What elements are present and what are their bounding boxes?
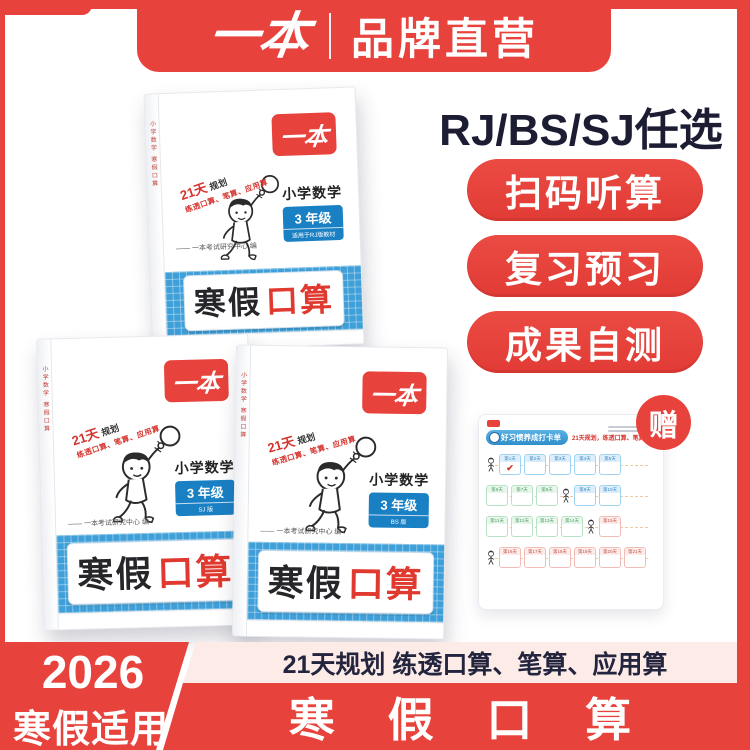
cover-logo-badge: 一本 (163, 358, 229, 403)
edition-headline: RJ/BS/SJ任选 (439, 106, 723, 155)
day-box: 第2天 (524, 454, 546, 475)
boy-illustration (112, 425, 181, 524)
gift-card-row: 第11天第12天第13天第14天第15天 (486, 516, 656, 537)
cover-byline: —— 一本考试研究中心 编 (260, 527, 342, 537)
bottom-banner-title-strip: 寒 假 口 算 (163, 683, 750, 750)
bottom-banner-title: 寒 假 口 算 (288, 693, 652, 746)
grade-badge: 3 年级 BS 版 (368, 492, 429, 529)
grade-badge: 3 年级 适用于RJ版教材 (282, 204, 344, 242)
day-box: 第5天 (599, 454, 621, 475)
gift-card-header: 好习惯养成打卡单 21天规划，练透口算、笔算、应用算 (486, 430, 669, 445)
boy-illustration (305, 436, 377, 534)
cover-title-band: 寒假口算 (247, 541, 445, 623)
feature-badge-scan: 扫码听算 (467, 159, 703, 221)
day-box: 第12天 (511, 516, 533, 537)
cover-subject-block: 小学数学 3 年级 SJ 版 (174, 457, 236, 517)
book-cover-rj: 小学数学 寒假口算 一本 21天规划 练透口算、笔算、应用算 —— 一本考试研究… (143, 86, 365, 352)
gift-card-note (608, 426, 654, 434)
feature-badge-selftest: 成果自测 (467, 311, 703, 373)
day-box: 第6天 (486, 485, 508, 506)
day-box: 第7天 (511, 485, 533, 506)
gift-card-row: 第16天第17天第18天第19天第20天第21天 (486, 547, 656, 568)
day-box: 第1天✔ (499, 454, 521, 475)
day-box: 第15天 (599, 516, 621, 537)
gift-card-row: 第6天第7天第8天第9天第10天 (486, 485, 656, 506)
book-spine: 小学数学 寒假口算 (144, 94, 168, 351)
day-box: 第19天 (574, 547, 596, 568)
cover-title: 寒假口算 (66, 538, 245, 606)
cover-subject-block: 小学数学 3 年级 BS 版 (368, 469, 430, 529)
season-label: 寒假适用 (12, 709, 169, 750)
day-box: 第18天 (549, 547, 571, 568)
cover-title-band: 寒假口算 (164, 265, 363, 337)
day-box: 第11天 (486, 516, 508, 537)
brand-banner: 一本 品牌直营 (137, 0, 611, 72)
day-box: 第14天 (561, 516, 583, 537)
book-cover-bs: 小学数学 寒假口算 一本 21天规划 练透口算、笔算、应用算 —— 一本考试研究… (231, 344, 449, 640)
divider (329, 13, 331, 59)
cover-subject-block: 小学数学 3 年级 适用于RJ版教材 (282, 182, 344, 242)
day-box: 第21天 (624, 547, 646, 568)
brand-logo: 一本 (204, 6, 314, 65)
gift-card-title: 好习惯养成打卡单 (486, 430, 568, 445)
gift-card-rows: 第1天✔第2天第3天第4天第5天第6天第7天第8天第9天第10天第11天第12天… (486, 454, 656, 568)
bottom-banner-year-block: 2026 寒假适用 (0, 642, 189, 750)
boy-illustration (220, 175, 279, 261)
bottom-banner-subtitle: 21天规划 练透口算、笔算、应用算 (282, 650, 668, 679)
book-spine: 小学数学 寒假口算 (37, 339, 59, 630)
gift-card-subtitle: 21天规划，练透口算、笔算、应用算 (572, 436, 669, 442)
day-box: 第13天 (536, 516, 558, 537)
gift-tag: 赠 (648, 409, 679, 443)
day-box: 第10天 (599, 485, 621, 506)
year-label: 2026 (41, 646, 145, 698)
mini-figure-icon (562, 488, 570, 503)
page-edge (246, 619, 444, 639)
mini-figure-icon (487, 457, 495, 472)
mini-figure-icon (587, 519, 595, 534)
cover-title-band: 寒假口算 (56, 530, 255, 614)
frame-left-strip (0, 0, 5, 750)
day-box: 第8天 (536, 485, 558, 506)
gift-bubble: 赠 (636, 395, 691, 450)
cover-title: 寒假口算 (182, 269, 345, 332)
grade-badge: 3 年级 SJ 版 (174, 479, 236, 517)
checkmark-icon: ✔ (506, 463, 514, 473)
day-box: 第9天 (574, 485, 596, 506)
gift-card-row: 第1天✔第2天第3天第4天第5天 (486, 454, 656, 475)
gift-card-logo (487, 420, 500, 427)
gift-card: 好习惯养成打卡单 21天规划，练透口算、笔算、应用算 第1天✔第2天第3天第4天… (478, 414, 669, 610)
day-box: 第20天 (599, 547, 621, 568)
cover-title: 寒假口算 (257, 549, 435, 615)
day-box: 第16天 (499, 547, 521, 568)
feature-badge-review: 复习预习 (467, 235, 703, 297)
mini-figure-icon (487, 550, 495, 565)
cover-logo-badge: 一本 (362, 371, 427, 415)
cover-logo-badge: 一本 (271, 112, 337, 157)
frame-top-left-tab (0, 0, 92, 15)
day-box: 第3天 (549, 454, 571, 475)
day-box: 第17天 (524, 547, 546, 568)
bottom-banner-subtitle-strip: 21天规划 练透口算、笔算、应用算 (183, 642, 750, 683)
brand-banner-title: 品牌直营 (351, 16, 539, 64)
book-cover-sj: 小学数学 寒假口算 一本 21天规划 练透口算、笔算、应用算 —— 一本考试研究… (36, 333, 256, 631)
day-box: 第4天 (574, 454, 596, 475)
frame-right-strip (737, 0, 750, 750)
bottom-banner: 21天规划 练透口算、笔算、应用算 寒 假 口 算 2026 寒假适用 (0, 642, 750, 750)
feature-badges: 扫码听算 复习预习 成果自测 (467, 159, 703, 373)
cover-byline: —— 一本考试研究中心 编 (67, 518, 150, 529)
